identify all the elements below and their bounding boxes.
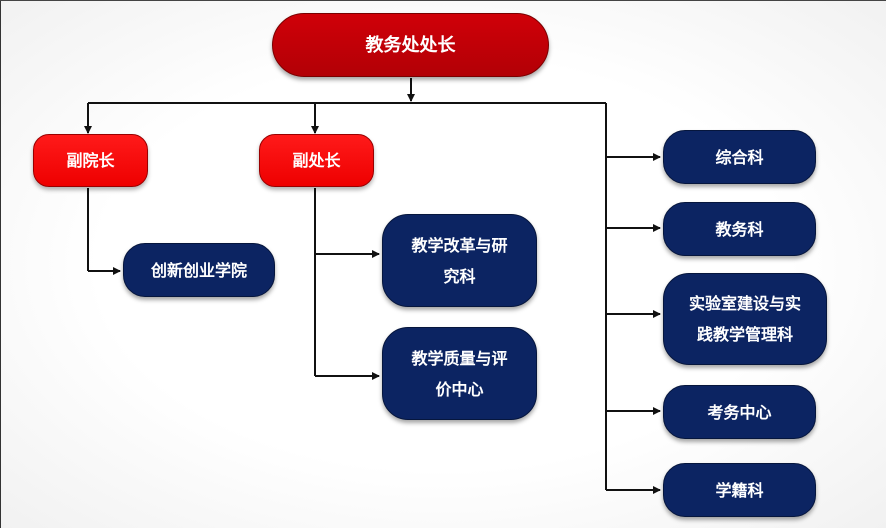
node-exam-center: 考务中心	[663, 385, 816, 439]
node-teaching-reform: 教学改革与研 究科	[382, 214, 537, 307]
node-lab-practice: 实验室建设与实 践教学管理科	[663, 273, 827, 365]
frame-top-edge	[0, 0, 886, 1]
node-director: 教务处处长	[272, 13, 549, 77]
node-deputy-director: 副处长	[259, 134, 374, 187]
node-registrar: 学籍科	[663, 463, 816, 517]
node-vice-dean: 副院长	[33, 134, 148, 187]
node-teaching-quality: 教学质量与评 价中心	[382, 327, 537, 420]
node-innovation-college: 创新创业学院	[123, 243, 275, 297]
frame-left-edge	[0, 0, 1, 528]
node-general-office: 综合科	[663, 130, 816, 184]
node-academic-affairs: 教务科	[663, 202, 816, 256]
